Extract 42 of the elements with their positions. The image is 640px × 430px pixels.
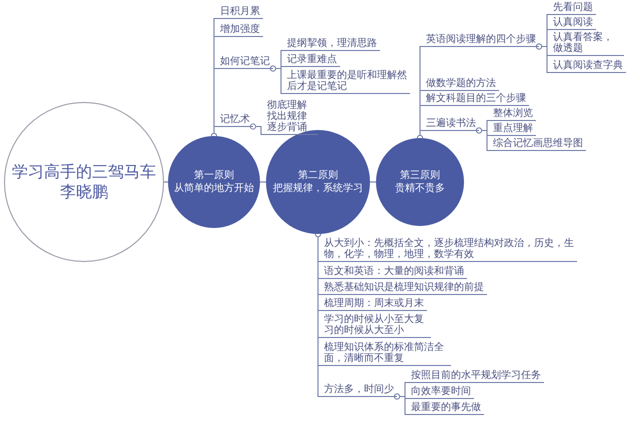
branch-line [250, 123, 266, 135]
branch-topic-text: 做数学题的方法 [424, 78, 499, 91]
topic-title: 学习高手的三驾马车 [12, 162, 156, 182]
branch-topic-text: 最重要的事先做 [409, 402, 484, 415]
branch-topic-text: 日积月累 [218, 6, 263, 19]
branch-topic-text: 重点理解 [491, 123, 536, 136]
branch-topic-text: 彻底理解找出规律逐步背诵 [265, 100, 318, 135]
branch-topic-text: 记录重难点 [285, 54, 340, 67]
topic-subtitle: 李晓鹏 [60, 182, 108, 202]
branch-topic-text: 解文科题目的三个步骤 [424, 93, 529, 106]
branch-topic-text: 认真阅读 [551, 17, 596, 30]
branch-line [270, 65, 286, 94]
branch-topic-text: 认真阅读查字典 [551, 60, 626, 73]
branch-topic-text: 从大到小：先概括全文，逐步梳理结构对政治，历史，生物，化学，物理，地理，数学有效 [322, 238, 577, 262]
branch-topic-text: 增加强度 [218, 24, 263, 37]
branch-topic-text: 按照目前的水平规划学习任务 [409, 370, 544, 383]
branch-line [394, 393, 410, 415]
branch-topic-text: 认真看答案，做透题 [551, 32, 624, 56]
topic-subtitle: 把握规律，系统学习 [273, 182, 363, 195]
branch-topic-text: 记忆术 [218, 114, 253, 127]
topic-subtitle: 贵精不贵多 [395, 182, 445, 195]
branch-topic-text: 熟悉基础知识是梳理知识规律的前提 [322, 282, 487, 295]
branch-topic-text: 梳理知识体系的标准简洁全面，清晰而不重复 [322, 342, 451, 366]
branch-topic-text: 上课最重要的是听和理解然后才是记笔记 [285, 70, 410, 94]
branch-topic-text: 语文和英语：大量的阅读和背诵 [322, 266, 467, 279]
branch-line [476, 127, 492, 151]
branch-topic-text: 如何记笔记 [218, 56, 273, 69]
branch-topic-text: 英语阅读理解的四个步骤 [424, 34, 539, 47]
topic-title: 第三原则 [400, 169, 440, 182]
branch-topic-text: 整体浏览 [491, 108, 536, 121]
branch-line [536, 43, 552, 73]
branch-topic-text: 方法多，时间少 [322, 384, 397, 397]
topic-title: 第二原则 [298, 169, 338, 182]
branch-topic-text: 三遍读书法 [424, 118, 479, 131]
topic-title: 第一原则 [194, 169, 234, 182]
branch-topic-text: 梳理周期：周末或月末 [322, 298, 427, 311]
branch-topic-text: 综合记忆画思维导图 [491, 138, 586, 151]
branch-topic-text: 向效率要时间 [409, 386, 474, 399]
branch-topic-text: 先看问题 [551, 2, 596, 15]
branch-topic-text: 学习的时候从小至大复习的时候从大至小 [322, 314, 431, 338]
branch-topic-text: 提纲挈领，理清思路 [285, 38, 380, 51]
topic-subtitle: 从简单的地方开始 [174, 182, 254, 195]
